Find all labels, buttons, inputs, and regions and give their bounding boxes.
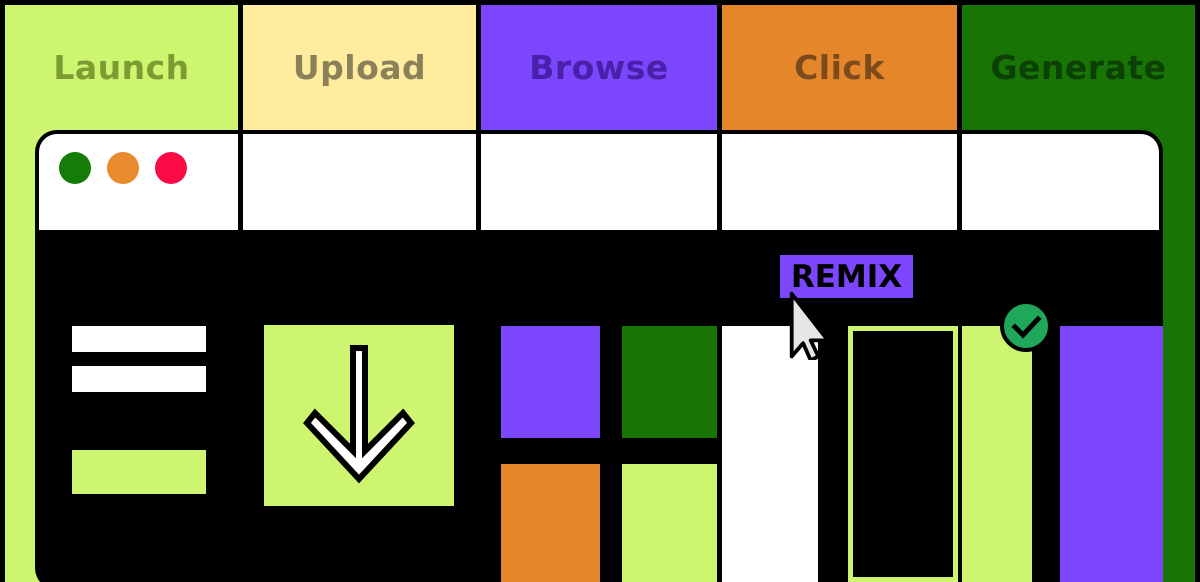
window-titlebar-cell-5: [962, 134, 1159, 230]
pointer-cursor-icon: [789, 291, 830, 360]
remix-tag[interactable]: REMIX: [780, 255, 913, 298]
window-titlebar-cell-2: [243, 134, 476, 230]
step-label-upload: Upload: [292, 48, 427, 87]
browse-tile-orange[interactable]: [501, 464, 600, 582]
menu-bar-2: [72, 366, 206, 392]
generate-tile-purple[interactable]: [1060, 326, 1163, 582]
step-label-browse: Browse: [529, 48, 669, 87]
checkmark-icon: [1000, 300, 1052, 352]
upload-tile[interactable]: [264, 325, 454, 506]
step-label-launch: Launch: [53, 48, 190, 87]
click-tile-white[interactable]: [722, 326, 818, 582]
browse-tile-lime[interactable]: [622, 464, 717, 582]
generate-tile-lime[interactable]: [962, 326, 1032, 582]
window-titlebar-cell-4: [722, 134, 957, 230]
browse-tile-green[interactable]: [622, 326, 717, 438]
step-label-generate: Generate: [990, 48, 1167, 87]
window-minimize-dot[interactable]: [107, 152, 139, 184]
menu-bar-1: [72, 326, 206, 352]
browse-tile-purple[interactable]: [501, 326, 600, 438]
arrow-down-icon: [303, 345, 415, 484]
window-titlebar-cell-3: [481, 134, 717, 230]
launch-button-block[interactable]: [72, 450, 206, 494]
click-tile-outlined[interactable]: [848, 326, 958, 582]
window-close-dot[interactable]: [59, 152, 91, 184]
window-maximize-dot[interactable]: [155, 152, 187, 184]
step-label-click: Click: [794, 48, 885, 87]
